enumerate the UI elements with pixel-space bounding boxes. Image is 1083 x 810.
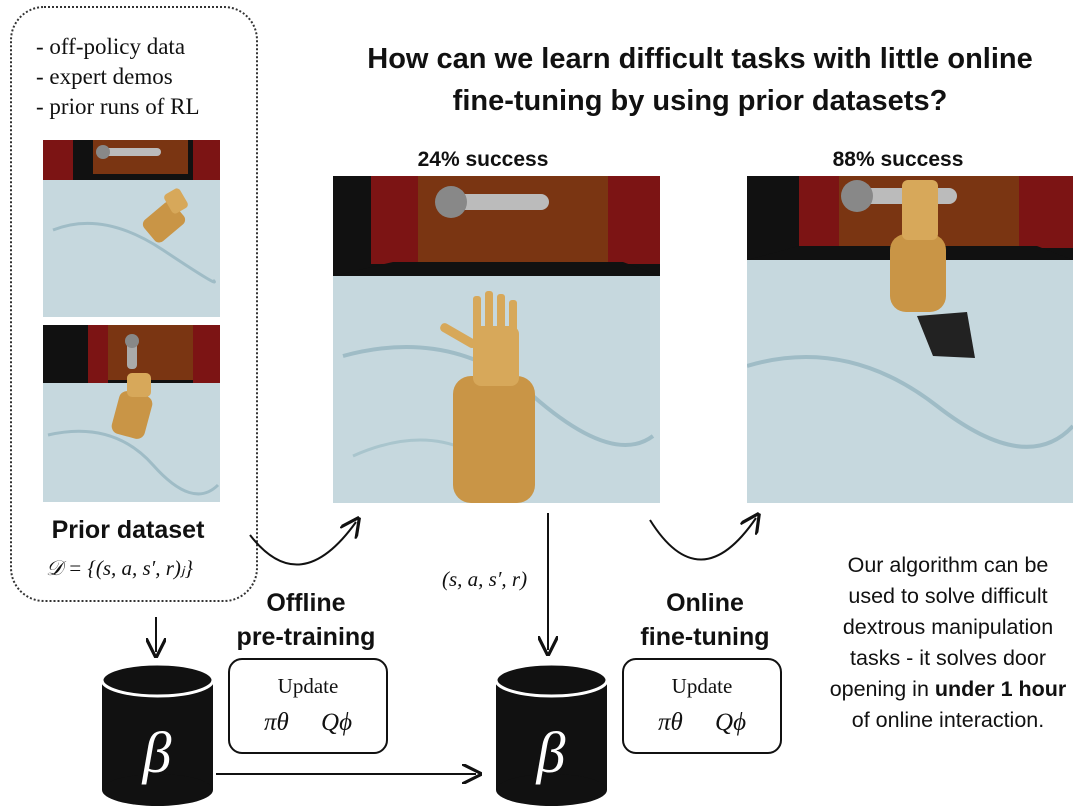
prior-image-2 — [43, 325, 220, 502]
buffer-symbol: β — [536, 720, 566, 785]
online-buffer-cylinder: β — [494, 662, 609, 806]
transition-label: (s, a, s′, r) — [442, 567, 528, 591]
offline-line-2: pre-training — [236, 623, 376, 651]
online-label: Online fine-tuning — [622, 586, 788, 654]
description-text-end: of online interaction. — [851, 708, 1045, 732]
list-item: expert demos — [36, 62, 200, 92]
result-image-2 — [747, 176, 1073, 503]
description-highlight: under 1 hour — [934, 677, 1067, 701]
buffer-symbol: β — [142, 720, 172, 785]
title-line-1: How can we learn difficult tasks with li… — [367, 43, 1033, 75]
online-update-box: Update πθ Qϕ — [622, 658, 782, 754]
result-label-1: 24% success — [417, 148, 549, 171]
page-title: How can we learn difficult tasks with li… — [320, 38, 1080, 122]
description-text: Our algorithm can be used to solve diffi… — [829, 553, 1054, 701]
prior-image-1 — [43, 140, 220, 317]
update-label: Update — [671, 674, 733, 698]
result-image-1 — [333, 176, 660, 503]
prior-data-frame — [10, 6, 258, 602]
online-line-1: Online — [666, 589, 744, 617]
update-symbols: πθ Qϕ — [230, 709, 386, 737]
prior-dataset-formula: 𝒟 = {(s, a, s′, r)ⱼ} — [46, 556, 193, 580]
online-curve-arrow — [649, 518, 756, 561]
update-label: Update — [277, 674, 339, 698]
q-function-symbol: Qϕ — [715, 709, 747, 736]
policy-symbol: πθ — [657, 709, 683, 736]
prior-dataset-label: Prior dataset — [51, 516, 205, 544]
online-line-2: fine-tuning — [640, 623, 770, 651]
list-item: prior runs of RL — [36, 92, 199, 122]
list-item: off-policy data — [36, 32, 200, 62]
q-function-symbol: Qϕ — [321, 709, 353, 736]
title-line-2: fine-tuning by using prior datasets? — [452, 85, 948, 117]
offline-buffer-cylinder: β — [100, 662, 215, 806]
update-symbols: πθ Qϕ — [624, 709, 780, 737]
result-label-2: 88% success — [832, 148, 964, 171]
offline-curve-arrow — [249, 522, 356, 566]
algorithm-description: Our algorithm can be used to solve diffi… — [828, 550, 1068, 736]
offline-update-box: Update πθ Qϕ — [228, 658, 388, 754]
offline-line-1: Offline — [266, 589, 346, 617]
offline-label: Offline pre-training — [236, 586, 376, 654]
prior-sources-list: off-policy data expert demos prior runs … — [36, 32, 200, 122]
policy-symbol: πθ — [263, 709, 289, 736]
